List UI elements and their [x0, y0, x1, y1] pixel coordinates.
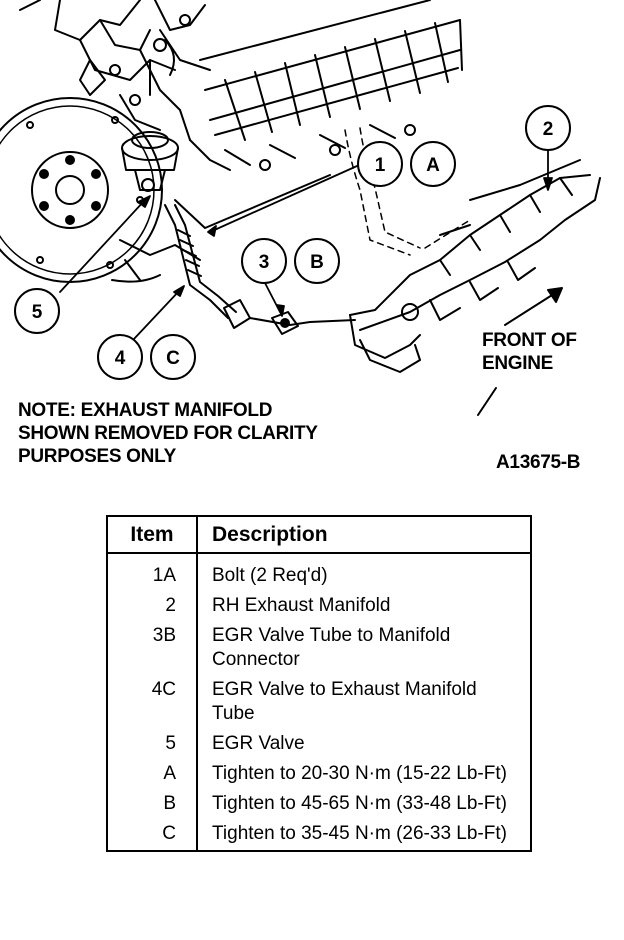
- table-row: 4C EGR Valve to Exhaust Manifold Tube: [106, 675, 532, 729]
- egr-valve: [121, 131, 179, 192]
- callout-a-circle: [410, 141, 456, 187]
- figure-id: A13675-B: [496, 452, 581, 473]
- row-item: 1A: [106, 553, 198, 591]
- row-description: EGR Valve to Exhaust Manifold Tube: [196, 675, 532, 729]
- table-row: 2 RH Exhaust Manifold: [106, 591, 532, 621]
- row-item: A: [106, 759, 198, 789]
- callout-1-circle: [357, 141, 403, 187]
- front-of-engine-label: FRONT OF ENGINE: [482, 329, 577, 375]
- row-item: 5: [106, 729, 198, 759]
- egr-tube: [164, 174, 356, 329]
- row-item: C: [106, 819, 198, 852]
- callout-b-label: B: [310, 252, 324, 273]
- table-row: 1A Bolt (2 Req'd): [106, 553, 532, 591]
- row-item: 4C: [106, 675, 198, 729]
- callout-a-label: A: [426, 155, 440, 176]
- engine-diagram: 1 A 2 3 B 4 C 5: [0, 0, 601, 416]
- row-item: B: [106, 789, 198, 819]
- valve-cover: [199, 0, 463, 171]
- connector-3b: [271, 311, 299, 335]
- front-label-line: FRONT OF: [482, 330, 577, 351]
- table-header-row: Item Description: [106, 515, 532, 554]
- callout-c-label: C: [166, 348, 180, 369]
- callout-4-circle: [97, 334, 143, 380]
- header-description: Description: [196, 515, 532, 554]
- callout-4-label: 4: [115, 348, 126, 369]
- leader-lines: [59, 149, 553, 341]
- table-row: 5 EGR Valve: [106, 729, 532, 759]
- callout-5-circle: [14, 288, 60, 334]
- row-description: RH Exhaust Manifold: [196, 591, 532, 621]
- exhaust-manifold: [349, 159, 601, 373]
- parts-table: Item Description 1A Bolt (2 Req'd) 2 RH …: [106, 515, 532, 852]
- clarity-note: NOTE: EXHAUST MANIFOLD SHOWN REMOVED FOR…: [18, 399, 318, 468]
- row-description: Tighten to 20-30 N·m (15-22 Lb-Ft): [196, 759, 532, 789]
- header-item: Item: [106, 515, 198, 554]
- callout-5-label: 5: [32, 302, 43, 323]
- callout-2-label: 2: [543, 119, 554, 140]
- callout-b-circle: [294, 238, 340, 284]
- callout-3-circle: [241, 238, 287, 284]
- table-row: C Tighten to 35-45 N·m (26-33 Lb-Ft): [106, 819, 532, 852]
- callout-c-circle: [150, 334, 196, 380]
- row-description: Bolt (2 Req'd): [196, 553, 532, 591]
- callout-2-circle: [525, 105, 571, 151]
- note-line: NOTE: EXHAUST MANIFOLD: [18, 400, 273, 421]
- row-description: EGR Valve: [196, 729, 532, 759]
- flywheel: [0, 97, 163, 283]
- front-arrow: [477, 287, 563, 416]
- row-item: 2: [106, 591, 198, 621]
- callout-1-label: 1: [375, 155, 386, 176]
- row-description: Tighten to 45-65 N·m (33-48 Lb-Ft): [196, 789, 532, 819]
- table-row: 3B EGR Valve Tube to Manifold Connector: [106, 621, 532, 675]
- crossover-pipe: [344, 127, 471, 256]
- engine-block: [19, 0, 231, 283]
- row-description: EGR Valve Tube to Manifold Connector: [196, 621, 532, 675]
- note-line: SHOWN REMOVED FOR CLARITY: [18, 423, 318, 444]
- table-row: B Tighten to 45-65 N·m (33-48 Lb-Ft): [106, 789, 532, 819]
- row-description: Tighten to 35-45 N·m (26-33 Lb-Ft): [196, 819, 532, 852]
- note-line: PURPOSES ONLY: [18, 446, 176, 467]
- table-row: A Tighten to 20-30 N·m (15-22 Lb-Ft): [106, 759, 532, 789]
- callout-3-label: 3: [259, 252, 270, 273]
- front-label-line: ENGINE: [482, 353, 554, 374]
- row-item: 3B: [106, 621, 198, 675]
